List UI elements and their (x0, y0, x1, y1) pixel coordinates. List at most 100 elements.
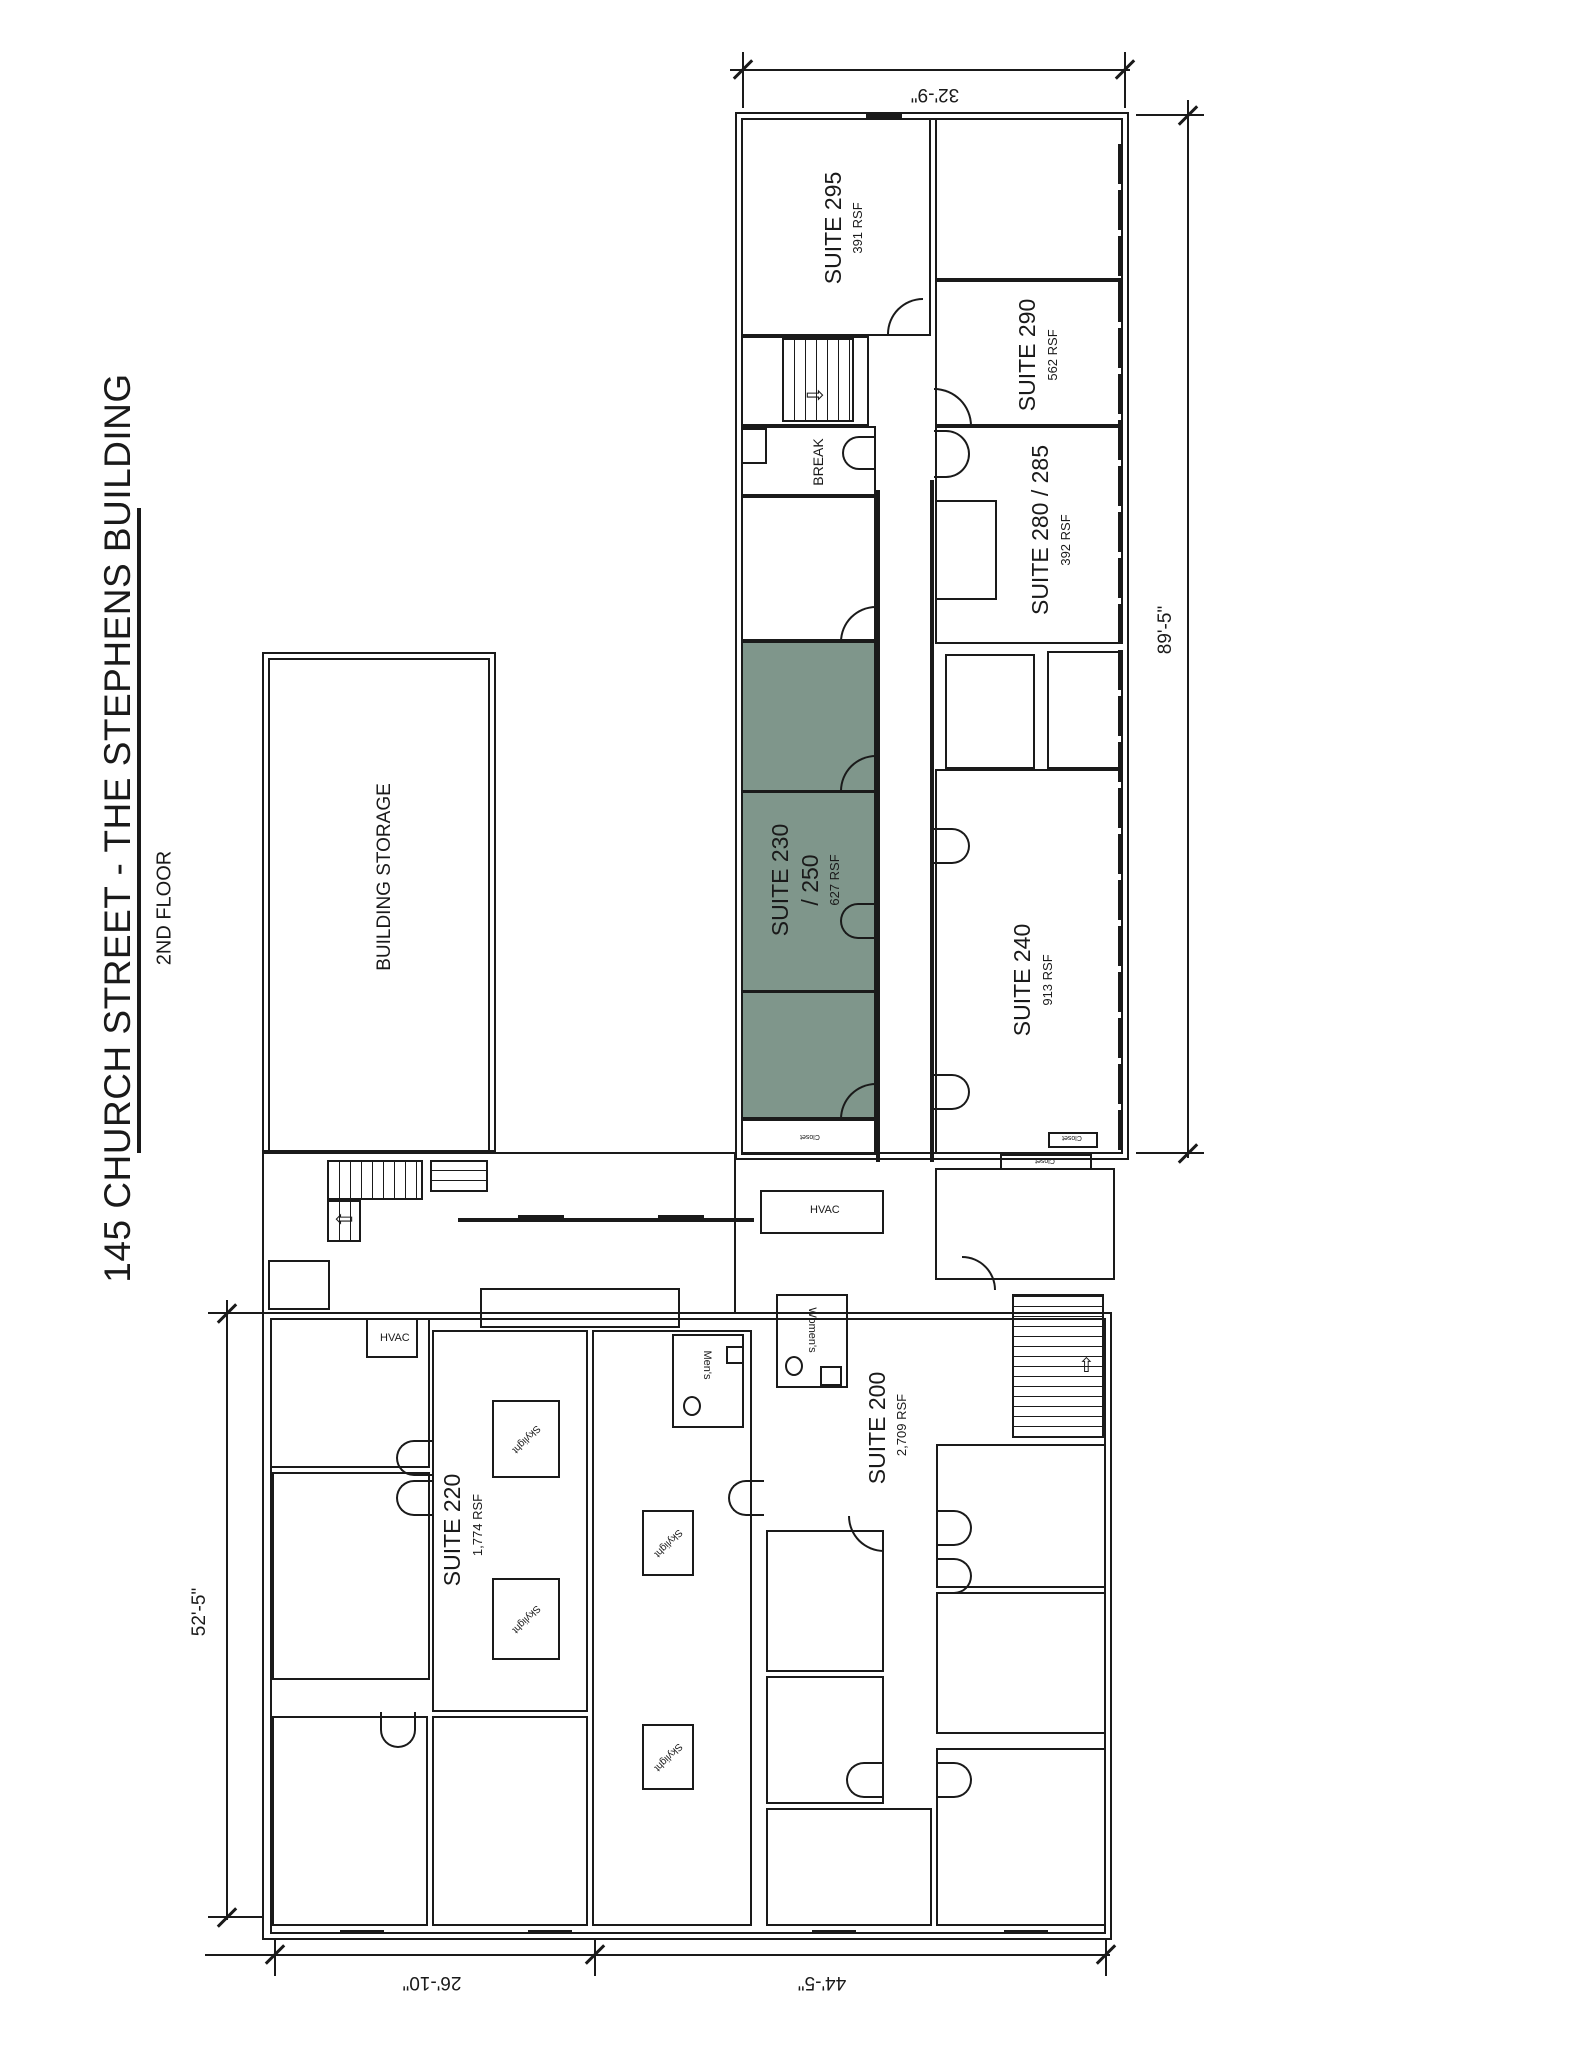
skylight-3-label: Skylight (651, 1526, 685, 1560)
stair-arrow-icon-west: ⇦ (335, 1206, 354, 1231)
corridor-wall-west (876, 490, 880, 1162)
door-suite-200-office-4[interactable] (936, 1510, 972, 1546)
office-east-2[interactable] (1047, 651, 1123, 769)
corridor-window-2 (658, 1215, 704, 1219)
middle-open-area[interactable] (592, 1330, 752, 1926)
suite-230-divider-1 (741, 790, 876, 793)
suite-290-north-room[interactable] (935, 118, 1123, 280)
suite-200-office-5[interactable] (936, 1592, 1106, 1734)
closet-240a[interactable] (1048, 1132, 1098, 1148)
corridor-wall-east (930, 480, 934, 1162)
office-east-1[interactable] (945, 654, 1035, 769)
dimension-line-bottom (205, 1954, 1110, 1956)
office-above-230[interactable] (741, 496, 876, 641)
closet-240b-label: Closet (1035, 1157, 1055, 1164)
suite-230-250-name-line1: SUITE 230 (767, 823, 793, 937)
skylight-1: Skylight (492, 1400, 560, 1478)
mens-toilet-icon (683, 1396, 701, 1416)
suite-220-office-sw1[interactable] (272, 1716, 428, 1926)
womens-restroom[interactable] (776, 1294, 848, 1388)
skylight-2: Skylight (492, 1578, 560, 1660)
womens-sink-icon (820, 1366, 842, 1386)
door-suite-240b[interactable] (934, 1074, 970, 1110)
dimension-extension (1136, 114, 1204, 116)
door-suite-230b[interactable] (840, 903, 876, 939)
mens-restroom[interactable] (672, 1334, 744, 1428)
closet-240a-label: Closet (1062, 1134, 1082, 1141)
west-vestibule (268, 1260, 330, 1310)
dimension-right-length: 89'-5" (1155, 605, 1176, 655)
south-window-3 (812, 1930, 856, 1934)
mens-label: Men's (701, 1350, 713, 1380)
south-block-outer (262, 1312, 1112, 1940)
building-storage-label: BUILDING STORAGE (374, 783, 395, 971)
west-stairs-landing (430, 1160, 488, 1192)
building-storage-room[interactable] (268, 658, 490, 1152)
south-window-4 (1004, 1930, 1048, 1934)
door-suite-220-south[interactable] (396, 1480, 432, 1516)
skylight-2-label: Skylight (509, 1602, 543, 1636)
title-underline (137, 508, 141, 1153)
suite-200-office-6[interactable] (936, 1748, 1106, 1926)
womens-toilet-icon (785, 1356, 803, 1376)
door-suite-220-north[interactable] (396, 1440, 432, 1476)
hvac-center-label: HVAC (810, 1204, 840, 1216)
hvac-room-center[interactable] (760, 1190, 884, 1234)
suite-240-rsf: 913 RSF (1040, 954, 1055, 1006)
door-suite-200-entry[interactable] (728, 1480, 764, 1516)
suite-280-285-rsf: 392 RSF (1058, 514, 1073, 566)
hvac-room-left[interactable] (366, 1318, 418, 1358)
dimension-left-length: 52'-5" (189, 1587, 210, 1637)
suite-220-office-w[interactable] (272, 1472, 430, 1680)
door-suite-220-sw[interactable] (380, 1712, 416, 1748)
door-suite-200-office-3[interactable] (846, 1762, 882, 1798)
south-window-1 (340, 1930, 384, 1934)
suite-220-office-sw2[interactable] (432, 1716, 588, 1926)
suite-230-250-rsf: 627 RSF (827, 854, 842, 906)
suite-295-room[interactable] (741, 118, 931, 336)
suite-290-name: SUITE 290 (1014, 298, 1040, 412)
suite-200-rsf: 2,709 RSF (894, 1393, 909, 1457)
skylight-4: Skylight (642, 1724, 694, 1790)
suite-220-office-nw[interactable] (270, 1318, 430, 1468)
suite-200-name: SUITE 200 (864, 1371, 890, 1485)
dimension-extension (1124, 52, 1126, 108)
suite-290-room[interactable] (935, 280, 1123, 426)
door-break[interactable] (842, 436, 876, 470)
corridor-window-1 (518, 1215, 564, 1219)
closet-230-label: Closet (800, 1133, 820, 1140)
north-stairs (782, 338, 854, 422)
dimension-top-width: 32'-9" (910, 84, 960, 105)
suite-200-office-2[interactable] (766, 1676, 884, 1804)
suite-200-office-1[interactable] (766, 1530, 884, 1672)
east-lobby (935, 1168, 1115, 1280)
north-stair-room (741, 336, 869, 426)
closet-230[interactable] (741, 1119, 876, 1155)
door-suite-200-office-6[interactable] (936, 1762, 972, 1798)
suite-290-rsf: 562 RSF (1045, 329, 1060, 381)
dimension-extension (274, 1940, 276, 1976)
dimension-bottom-left: 26'-10" (402, 1972, 462, 1993)
skylight-4-label: Skylight (651, 1740, 685, 1774)
door-280[interactable] (934, 430, 970, 478)
suite-220-open-area[interactable] (432, 1330, 588, 1712)
suite-240-room[interactable] (935, 769, 1123, 1154)
dimension-bottom-right: 44'-5" (797, 1972, 847, 1993)
suite-230-250-room[interactable] (741, 641, 876, 1119)
corridor-display-case (480, 1288, 680, 1328)
suite-230-divider-2 (741, 990, 876, 993)
womens-label: Women's (806, 1307, 818, 1353)
suite-280-285-name: SUITE 280 / 285 (1027, 444, 1053, 616)
stair-arrow-icon-east: ⇧ (1078, 1355, 1095, 1377)
west-stairs-lower (327, 1200, 361, 1242)
door-suite-200-office-5[interactable] (936, 1558, 972, 1594)
suite-200-office-3[interactable] (766, 1808, 932, 1926)
skylight-1-label: Skylight (509, 1422, 543, 1456)
suite-220-rsf: 1,774 RSF (470, 1493, 485, 1557)
dimension-extension (594, 1940, 596, 1976)
stair-arrow-icon: ⇨ (806, 382, 825, 407)
suite-280-closet (935, 500, 997, 600)
suite-295-rsf: 391 RSF (850, 202, 865, 254)
suite-230-250-name-line2: / 250 (797, 854, 823, 906)
door-suite-240a[interactable] (934, 828, 970, 864)
